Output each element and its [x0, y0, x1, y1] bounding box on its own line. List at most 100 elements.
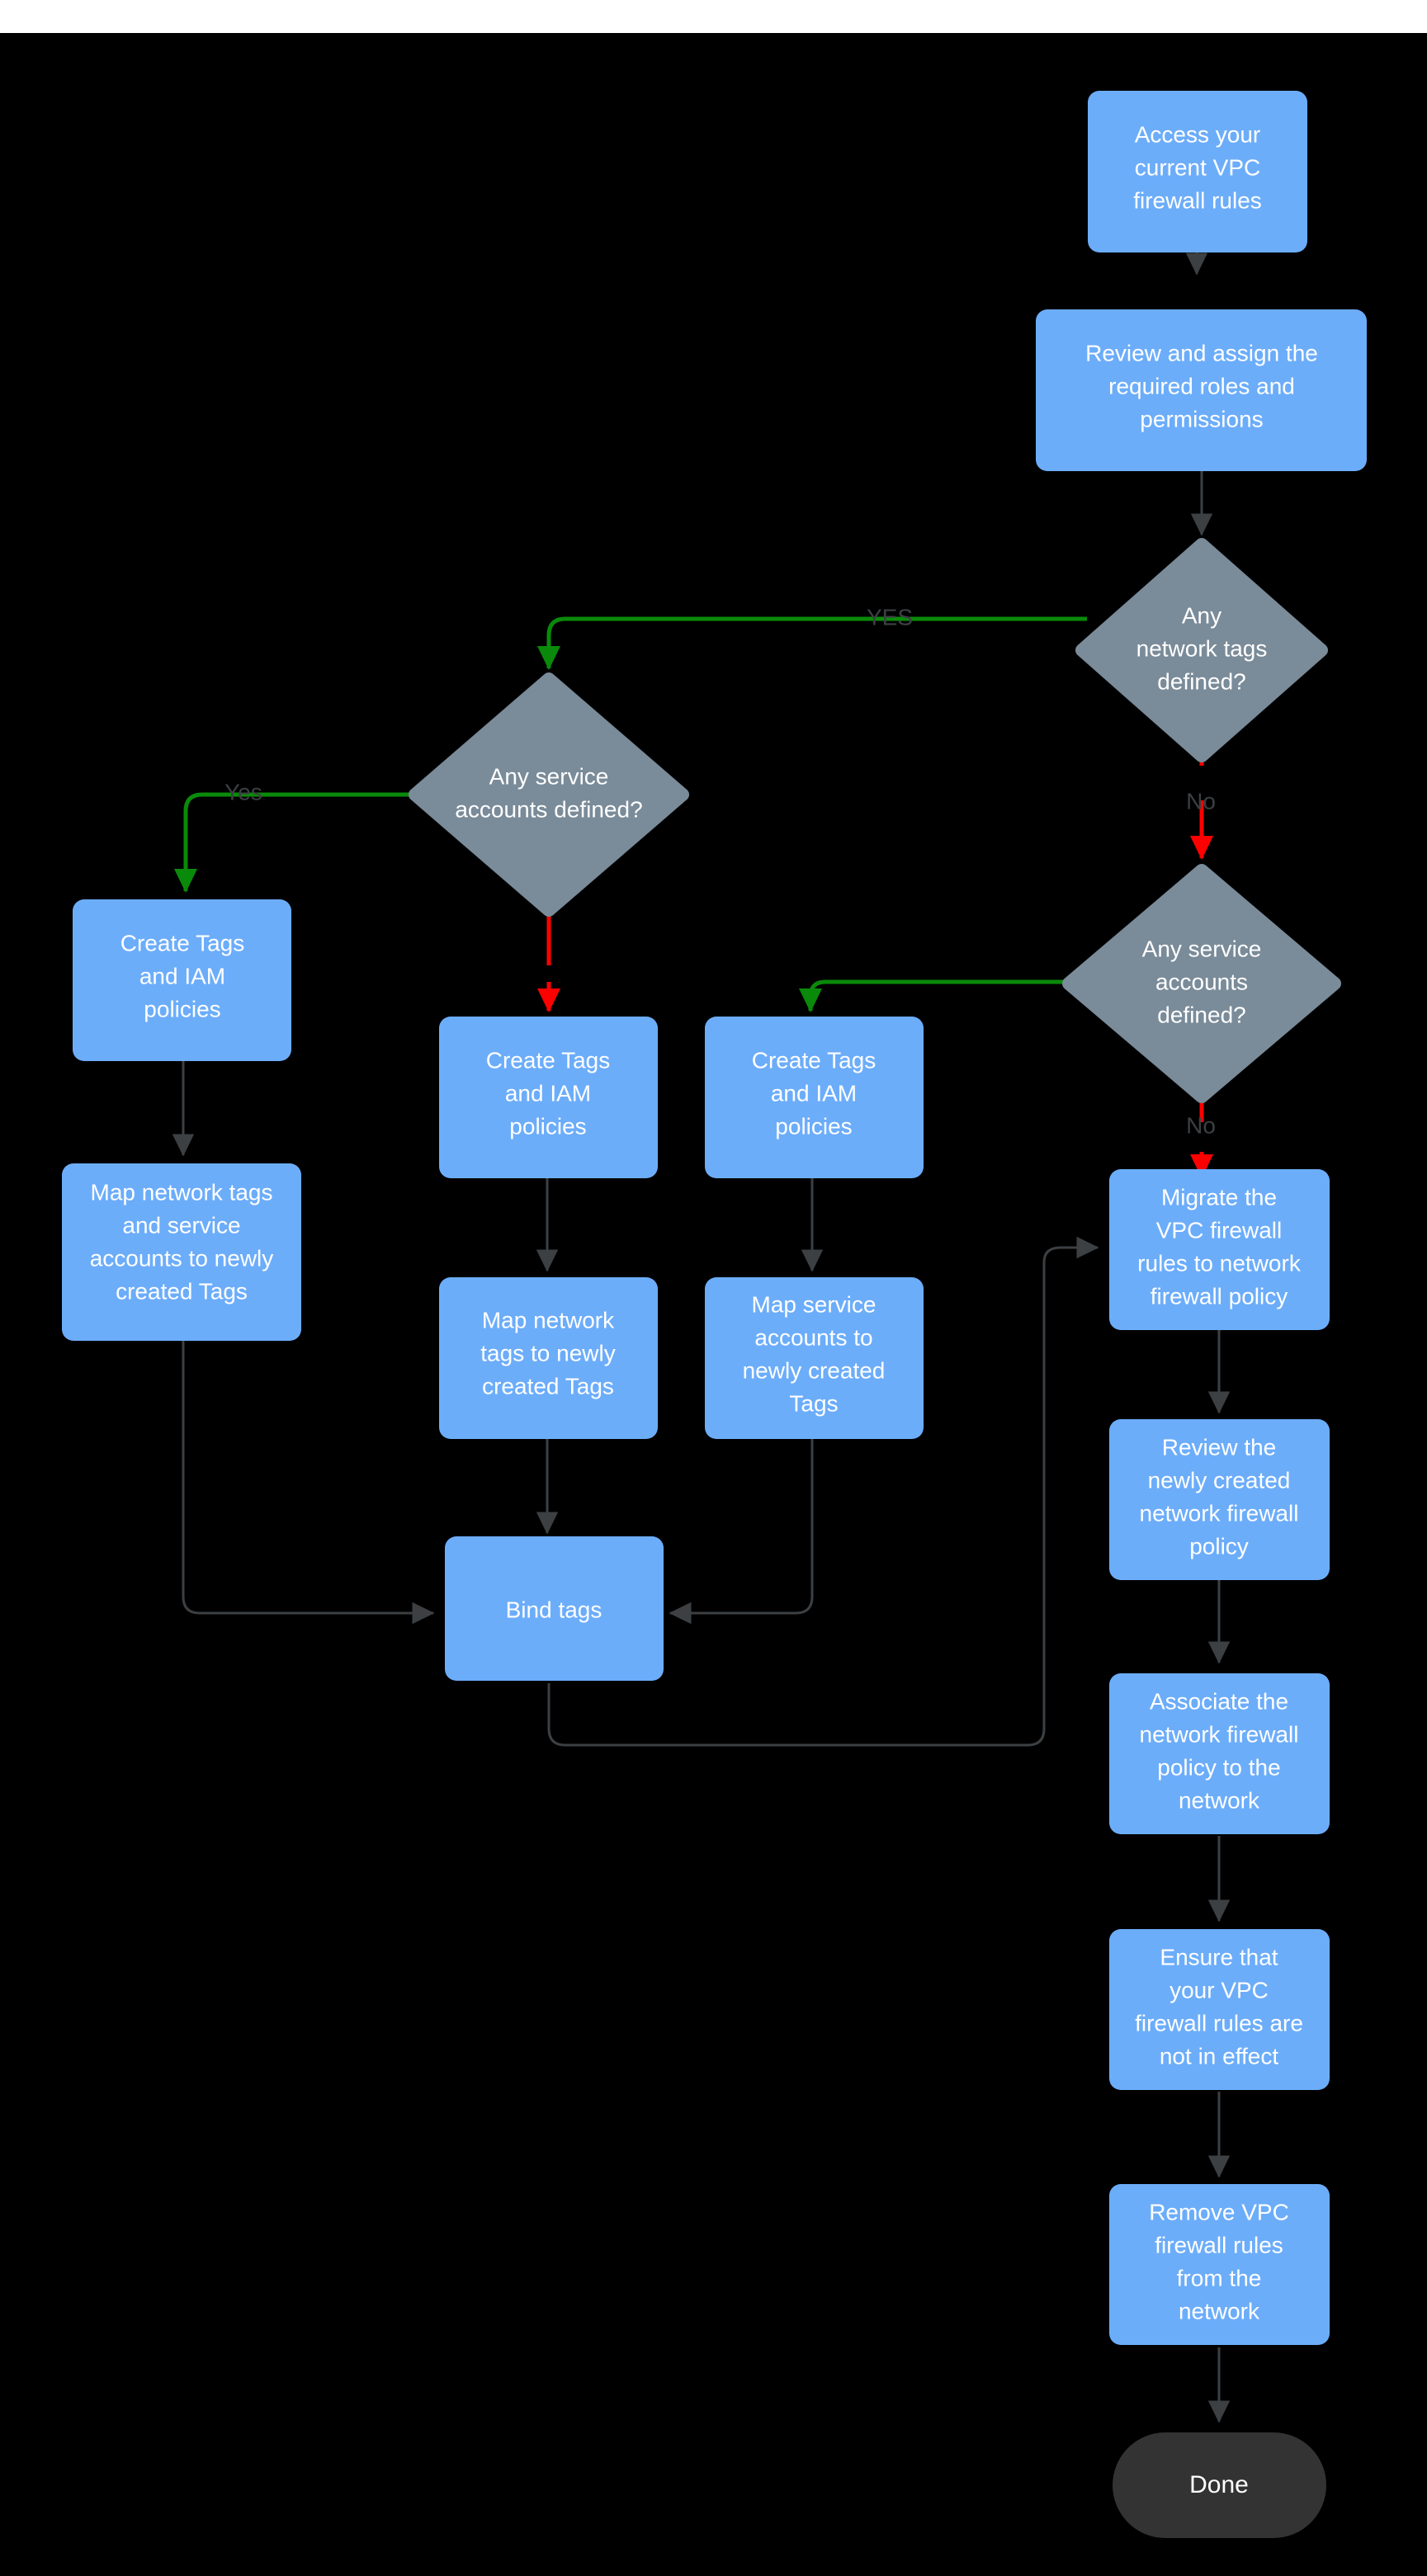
- node-line: and IAM: [771, 1080, 857, 1106]
- edge-label-d1-no: No: [1186, 788, 1216, 814]
- node-review-new-network-firewall-policy[interactable]: Review the newly created network firewal…: [1109, 1419, 1330, 1580]
- node-shape: [1109, 2184, 1330, 2345]
- node-review-assign-roles[interactable]: Review and assign the required roles and…: [1036, 309, 1367, 471]
- node-line: from the: [1177, 2265, 1262, 2291]
- node-line: and service: [122, 1212, 240, 1238]
- node-line: accounts: [1155, 969, 1248, 994]
- node-line: accounts to newly: [90, 1245, 274, 1271]
- decision-shape: [1062, 864, 1341, 1103]
- node-line: VPC firewall: [1156, 1217, 1282, 1243]
- node-line: Create Tags: [120, 930, 244, 955]
- node-line: accounts to: [754, 1324, 872, 1350]
- node-shape: [439, 1277, 658, 1439]
- node-line: policy: [1189, 1533, 1249, 1559]
- node-line: Create Tags: [486, 1047, 610, 1073]
- node-remove-vpc-rules-from-network[interactable]: Remove VPC firewall rules from the netwo…: [1109, 2184, 1330, 2345]
- nodes-layer: Access your current VPC firewall rules R…: [62, 91, 1367, 2538]
- node-line: policies: [509, 1113, 586, 1139]
- node-line: required roles and: [1108, 373, 1295, 399]
- node-line: Access your: [1135, 121, 1261, 147]
- edge-labels-layer: YES No Yes No: [224, 604, 1216, 1138]
- node-line: Map service: [752, 1291, 877, 1317]
- node-line: newly created: [1148, 1467, 1291, 1493]
- node-line: current VPC: [1135, 154, 1261, 180]
- node-line: Remove VPC: [1149, 2199, 1289, 2225]
- node-shape: [1109, 1419, 1330, 1580]
- decision-shape: [409, 672, 689, 917]
- node-line: Review the: [1162, 1434, 1277, 1460]
- edge-n4-n9: [182, 1337, 435, 1625]
- node-create-tags-iam-policies-middle[interactable]: Create Tags and IAM policies: [439, 1017, 658, 1178]
- node-shape: [445, 1536, 664, 1681]
- node-shape: [62, 1163, 301, 1341]
- node-map-network-tags-to-new-tags[interactable]: Map network tags to newly created Tags: [439, 1277, 658, 1439]
- node-line: your VPC: [1169, 1977, 1269, 2003]
- node-bind-tags[interactable]: Bind tags: [445, 1536, 664, 1681]
- node-map-service-accounts-to-new-tags[interactable]: Map service accounts to newly created Ta…: [705, 1277, 924, 1439]
- edge-n8-n9: [669, 1436, 814, 1625]
- node-shape: [73, 899, 291, 1061]
- node-line: Map network: [482, 1307, 615, 1333]
- flowchart-svg: YES No Yes No Access your current VPC fi…: [62, 91, 1367, 2538]
- node-ensure-vpc-rules-not-in-effect[interactable]: Ensure that your VPC firewall rules are …: [1109, 1929, 1330, 2090]
- node-line: accounts defined?: [455, 796, 642, 822]
- node-create-tags-iam-policies-right[interactable]: Create Tags and IAM policies: [705, 1017, 924, 1178]
- node-line: tags to newly: [480, 1340, 615, 1366]
- node-line: Associate the: [1150, 1688, 1288, 1714]
- decision-shape: [1075, 538, 1328, 762]
- edge-n9-n10: [547, 1236, 1099, 1747]
- node-line: Bind tags: [506, 1597, 602, 1622]
- terminal-done[interactable]: Done: [1113, 2432, 1326, 2538]
- edge-d2-n3-yes: [174, 792, 410, 893]
- node-line: network: [1179, 1787, 1260, 1813]
- node-line: defined?: [1157, 1002, 1245, 1027]
- node-associate-policy-to-network[interactable]: Associate the network firewall policy to…: [1109, 1673, 1330, 1834]
- node-line: Create Tags: [752, 1047, 876, 1073]
- node-map-network-tags-and-service-accounts[interactable]: Map network tags and service accounts to…: [62, 1163, 301, 1341]
- decision-any-service-accounts-defined-right[interactable]: Any service accounts defined?: [1062, 864, 1341, 1103]
- node-shape: [439, 1017, 658, 1178]
- node-create-tags-iam-policies-left[interactable]: Create Tags and IAM policies: [73, 899, 291, 1061]
- node-line: newly created: [743, 1357, 886, 1383]
- node-line: network tags: [1136, 635, 1268, 661]
- edge-label-d1-yes: YES: [867, 604, 913, 630]
- node-line: policy to the: [1157, 1754, 1280, 1780]
- node-line: Any service: [1142, 936, 1262, 961]
- node-shape: [1109, 1673, 1330, 1834]
- node-shape: [705, 1017, 924, 1178]
- node-access-vpc-firewall-rules[interactable]: Access your current VPC firewall rules: [1088, 91, 1307, 252]
- node-shape: [1109, 1929, 1330, 2090]
- node-line: policies: [144, 996, 220, 1021]
- node-shape: [1088, 91, 1307, 252]
- terminal-shape: [1113, 2432, 1326, 2538]
- decision-any-network-tags-defined[interactable]: Any network tags defined?: [1075, 538, 1328, 762]
- diagram-canvas: YES No Yes No Access your current VPC fi…: [0, 33, 1427, 2576]
- node-line: defined?: [1157, 668, 1245, 694]
- node-line: Map network tags: [91, 1179, 273, 1205]
- node-line: firewall policy: [1151, 1283, 1288, 1309]
- edge-d3-n7-yes: [799, 979, 1075, 1012]
- node-line: created Tags: [116, 1278, 248, 1304]
- node-line: Tags: [789, 1390, 838, 1416]
- node-line: not in effect: [1160, 2043, 1278, 2069]
- node-line: firewall rules: [1133, 187, 1262, 213]
- node-shape: [1109, 1169, 1330, 1330]
- node-line: rules to network: [1137, 1250, 1302, 1276]
- edges-layer: [172, 216, 1231, 2423]
- decision-any-service-accounts-defined-left[interactable]: Any service accounts defined?: [409, 672, 689, 917]
- node-line: firewall rules are: [1135, 2010, 1303, 2036]
- node-line: and IAM: [139, 963, 225, 988]
- edge-d1-d2-yes: [537, 616, 1087, 670]
- node-line: Ensure that: [1160, 1944, 1278, 1970]
- node-migrate-vpc-rules-to-policy[interactable]: Migrate the VPC firewall rules to networ…: [1109, 1169, 1330, 1330]
- node-line: Review and assign the: [1085, 340, 1318, 366]
- node-line: policies: [775, 1113, 852, 1139]
- edge-label-d3-no: No: [1186, 1112, 1216, 1138]
- node-shape: [1036, 309, 1367, 471]
- node-line: permissions: [1140, 406, 1263, 432]
- node-line: network: [1179, 2298, 1260, 2324]
- node-line: Any: [1182, 602, 1221, 628]
- edge-label-d2-yes: Yes: [224, 779, 262, 804]
- node-line: Done: [1189, 2471, 1249, 2498]
